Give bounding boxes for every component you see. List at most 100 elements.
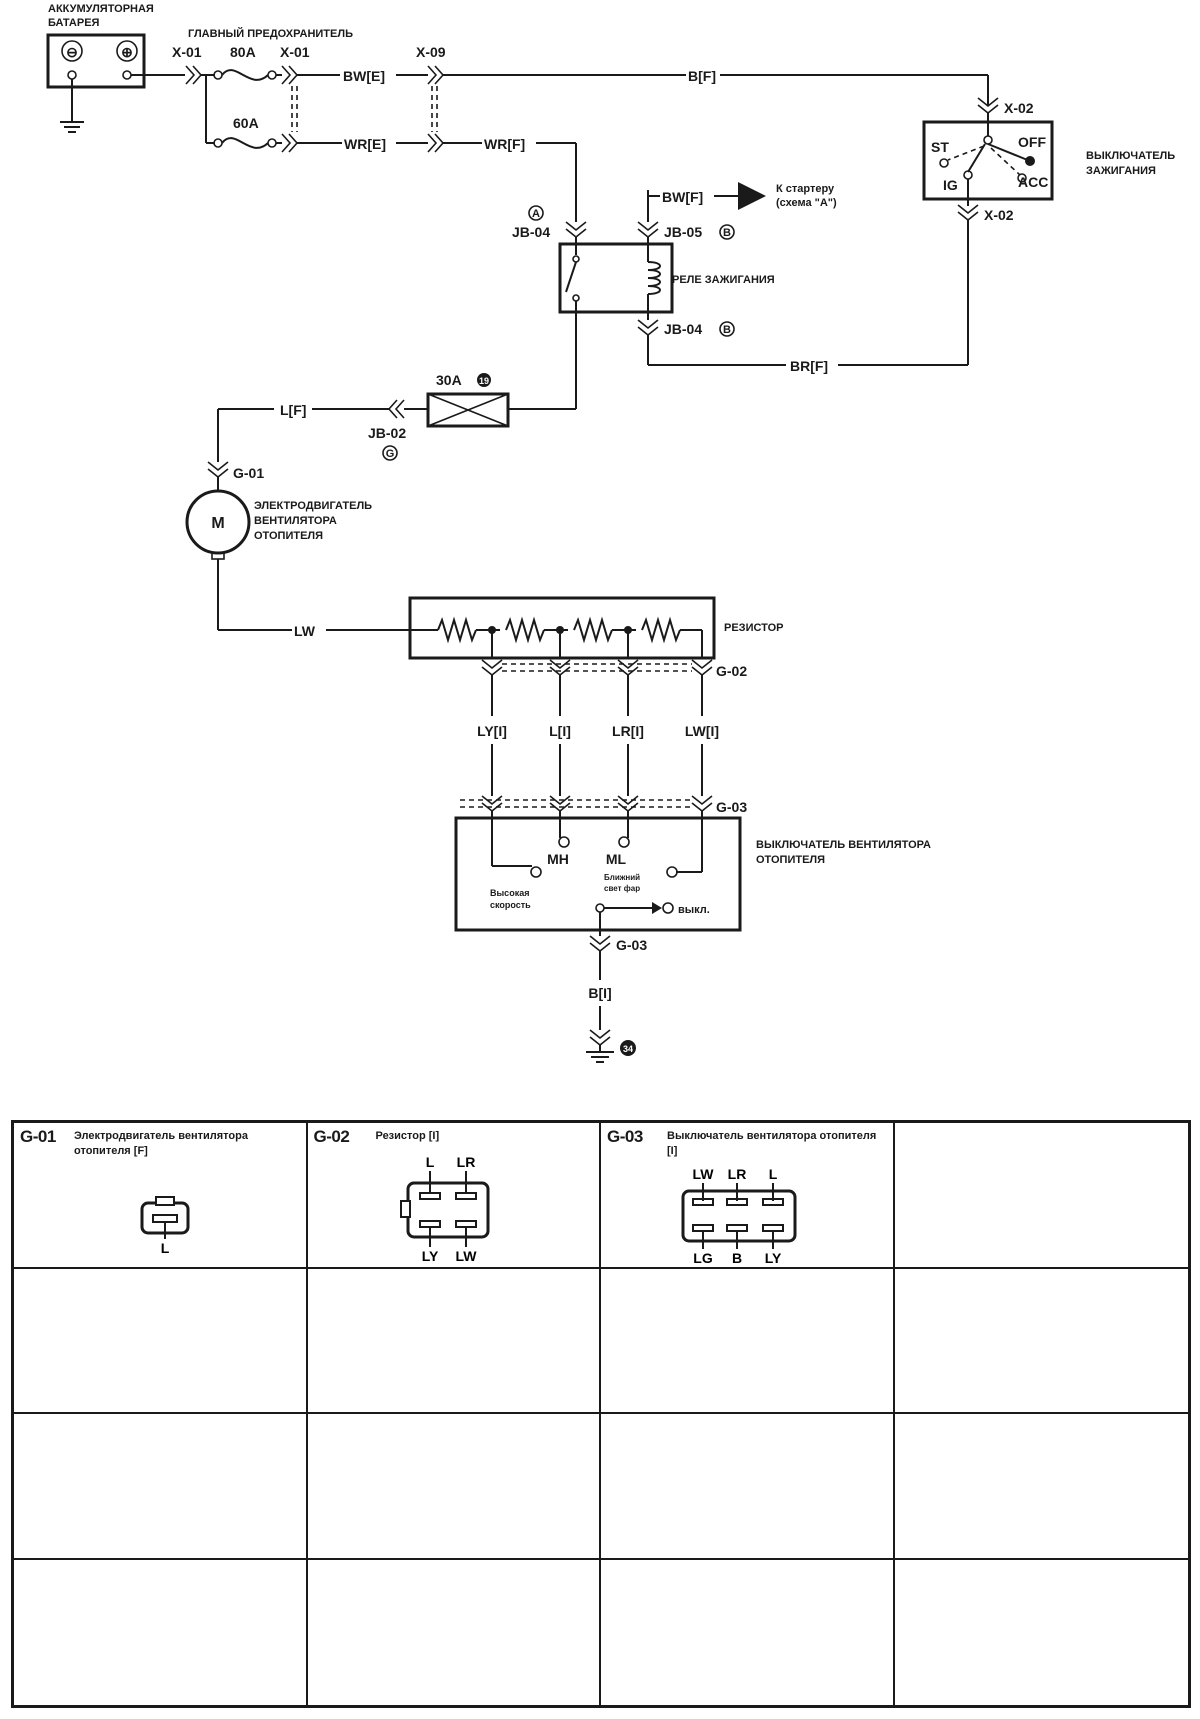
battery-title-2: БАТАРЕЯ: [48, 17, 100, 29]
connector-x02-bottom: X-02: [984, 207, 1014, 223]
battery: ⊖ ⊕: [46, 33, 146, 133]
connector-g01-face: L: [140, 1196, 190, 1256]
wire-bw-e: BW[E]: [343, 68, 385, 84]
connector-cell-empty: [601, 1414, 895, 1560]
fan-switch-mh: MH: [547, 851, 569, 867]
pin-label: LY: [765, 1250, 782, 1266]
fan-switch: MH ML: [454, 811, 742, 932]
connector-g01: G-01: [233, 465, 264, 481]
connector-id: G-01: [20, 1127, 56, 1146]
starter-note-1: К стартеру: [776, 183, 835, 195]
wire-br-f: BR[F]: [790, 358, 828, 374]
motor-title-3: ОТОПИТЕЛЯ: [254, 530, 323, 542]
fan-low-1: Ближний: [604, 873, 640, 882]
ground-34-icon: [620, 1040, 636, 1056]
wire-b-f: B[F]: [688, 68, 716, 84]
fan-high-1: Высокая: [490, 888, 529, 898]
pin-label: LR: [456, 1154, 475, 1170]
badge-34: 34: [623, 1044, 633, 1054]
pin-label: L: [769, 1166, 778, 1182]
wire-bw-f: BW[F]: [662, 189, 703, 205]
connector-g02: G-02: [716, 663, 747, 679]
fuse-60a-label: 60A: [233, 115, 259, 131]
fan-off: выкл.: [678, 904, 710, 916]
wire-ly-i: LY[I]: [477, 723, 507, 739]
fan-high-2: скорость: [490, 900, 531, 910]
pin-label: LW: [693, 1166, 715, 1182]
connector-jb02: JB-02: [368, 425, 406, 441]
connector-cell-empty: [307, 1268, 601, 1414]
connector-cell-empty: [307, 1414, 601, 1560]
ignition-switch-title-2: ЗАЖИГАНИЯ: [1086, 165, 1156, 177]
wire-l-f: L[F]: [280, 402, 306, 418]
wiring-diagram: ⊖ ⊕ АККУМУЛЯТОРНАЯ БАТАРЕЯ ГЛАВНЫЙ ПРЕДО…: [46, 3, 1175, 1063]
ign-st: ST: [931, 139, 949, 155]
wire-b-i: B[I]: [588, 985, 611, 1001]
main-fuse-title: ГЛАВНЫЙ ПРЕДОХРАНИТЕЛЬ: [188, 27, 353, 40]
wire-wr-f: WR[F]: [484, 136, 525, 152]
motor-symbol: M: [211, 515, 224, 532]
connector-g03-top: G-03: [716, 799, 747, 815]
connector-cell-empty: [601, 1559, 895, 1705]
connector-table: G-01 Электродвигатель вентилятора отопит…: [11, 1120, 1191, 1708]
badge-19: 19: [479, 376, 489, 386]
badge-b1: B: [723, 227, 731, 239]
connector-x01-right: X-01: [280, 44, 310, 60]
connector-id: G-03: [607, 1127, 643, 1146]
pin-label: L: [161, 1240, 170, 1256]
connector-jb05: JB-05: [664, 224, 702, 240]
pin-label: B: [732, 1250, 742, 1266]
starter-note-2: (схема "А"): [776, 197, 837, 209]
ign-ig: IG: [943, 177, 958, 193]
ignition-switch: X-02 ST OFF IG ACC X-02: [922, 97, 1054, 365]
pin-label: LY: [421, 1248, 438, 1264]
fuse-30a-label: 30A: [436, 372, 462, 388]
badge-a: A: [532, 208, 540, 220]
connector-g02-face: L LR LY LW: [399, 1154, 489, 1264]
connector-cell-empty: [14, 1268, 308, 1414]
connector-cell-g03: G-03 Выключатель вентилятора отопителя […: [601, 1123, 895, 1269]
connector-cell-empty: [14, 1414, 308, 1560]
fan-motor: G-01 M: [185, 461, 292, 631]
connector-title: Резистор [I]: [375, 1130, 440, 1142]
connector-cell-empty: [894, 1269, 1188, 1414]
connector-g03-face: LW LR L LG B LY: [681, 1166, 797, 1266]
connector-cell-empty: [894, 1123, 1188, 1269]
connector-x09: X-09: [416, 44, 446, 60]
relay-title: РЕЛЕ ЗАЖИГАНИЯ: [672, 274, 775, 286]
ign-off: OFF: [1018, 134, 1046, 150]
pin-label: LR: [728, 1166, 747, 1182]
connector-title: Электродвигатель вентилятора отопителя […: [74, 1130, 248, 1157]
starter-arrow-icon: [738, 182, 766, 210]
battery-neg-symbol: ⊖: [66, 44, 78, 60]
motor-title-2: ВЕНТИЛЯТОРА: [254, 515, 337, 527]
connector-title: Выключатель вентилятора отопителя [I]: [667, 1130, 877, 1157]
connector-cell-empty: [308, 1559, 601, 1705]
connector-g03-bottom: G-03: [616, 937, 647, 953]
ignition-switch-title-1: ВЫКЛЮЧАТЕЛЬ: [1086, 150, 1175, 162]
badge-b2: B: [723, 324, 731, 336]
connector-jb04-top: JB-04: [512, 224, 550, 240]
connector-x01-left: X-01: [172, 44, 202, 60]
fuse-80a-label: 80A: [230, 44, 256, 60]
battery-title-1: АККУМУЛЯТОРНАЯ: [48, 3, 154, 15]
ignition-relay: [558, 190, 968, 409]
connector-x02-top: X-02: [1004, 100, 1034, 116]
connector-cell-empty: [895, 1560, 1189, 1706]
wire-wr-e: WR[E]: [344, 136, 386, 152]
pin-label: L: [425, 1154, 434, 1170]
wire-lw-i: LW[I]: [685, 723, 719, 739]
connector-cell-g01: G-01 Электродвигатель вентилятора отопит…: [14, 1123, 308, 1269]
wire-lw: LW: [294, 623, 316, 639]
pin-label: LG: [693, 1250, 713, 1266]
connector-id: G-02: [313, 1127, 350, 1146]
fan-switch-title-2: ОТОПИТЕЛЯ: [756, 854, 825, 866]
wire-l-i: L[I]: [549, 723, 571, 739]
badge-g: G: [386, 448, 395, 460]
motor-title-1: ЭЛЕКТРОДВИГАТЕЛЬ: [254, 500, 372, 512]
pin-label: LW: [455, 1248, 477, 1264]
resistor-title: РЕЗИСТОР: [724, 622, 783, 634]
connector-cell-empty: [14, 1559, 308, 1705]
battery-pos-symbol: ⊕: [121, 44, 133, 60]
connector-jb04-bottom: JB-04: [664, 321, 702, 337]
